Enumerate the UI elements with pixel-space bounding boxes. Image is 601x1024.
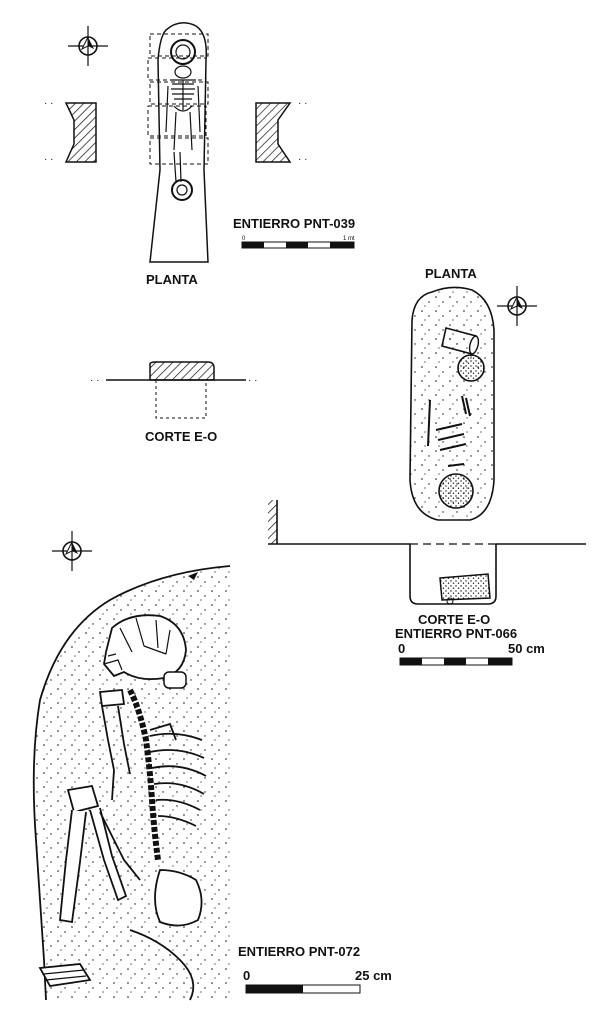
stone-ball [438, 473, 474, 509]
burial-066-title: ENTIERRO PNT-066 [395, 626, 517, 641]
burial-066-scale-bar: 0 50 cm [398, 641, 545, 666]
burial-039-section-drawing: · · · · [90, 361, 257, 419]
north-arrow-icon [497, 286, 537, 326]
scale-066-start: 0 [398, 641, 405, 656]
wall-block-left: · · · · [44, 98, 97, 165]
burial-072-scale-bar: 0 25 cm [243, 968, 392, 994]
svg-text:· ·: · · [44, 154, 53, 165]
pot-vessel [171, 179, 193, 201]
burial-039-scale-bar: 0 1 mt [241, 236, 355, 249]
skull [103, 614, 187, 689]
skeleton [38, 688, 207, 1001]
svg-text:· ·: · · [90, 375, 99, 386]
burial-066-section-label: CORTE E-O [418, 612, 490, 627]
north-arrow-icon [52, 531, 92, 571]
svg-text:· ·: · · [44, 98, 53, 109]
scale-072-start: 0 [243, 968, 250, 983]
scale-066-end: 50 cm [508, 641, 545, 656]
burial-066-plan-drawing [409, 286, 495, 521]
stone-ball [457, 354, 485, 382]
bone-fragments [427, 395, 471, 467]
scale-039-start: 0 [242, 236, 246, 242]
north-arrow-icon [68, 26, 108, 66]
wall-block-right: · · · · [255, 98, 307, 165]
scale-039-end: 1 mt [343, 236, 355, 242]
scale-072-end: 25 cm [355, 968, 392, 983]
burial-039-title: ENTIERRO PNT-039 [233, 216, 355, 231]
burial-072-plan-drawing [32, 565, 231, 1001]
pot-vessel [170, 39, 196, 65]
pit-outline [149, 22, 209, 263]
burial-039-section-label: CORTE E-O [145, 429, 217, 444]
burial-072-title: ENTIERRO PNT-072 [238, 944, 360, 959]
burial-066-section-drawing [268, 500, 586, 605]
burial-066-plan-label: PLANTA [425, 266, 477, 281]
svg-text:· ·: · · [298, 98, 307, 109]
burial-039-plan-label: PLANTA [146, 272, 198, 287]
burial-039-plan-drawing: · · · · · · · · [44, 22, 307, 263]
cylindrical-vessel [441, 327, 480, 355]
svg-text:· ·: · · [248, 375, 257, 386]
skeleton [165, 65, 201, 183]
svg-text:· ·: · · [298, 154, 307, 165]
